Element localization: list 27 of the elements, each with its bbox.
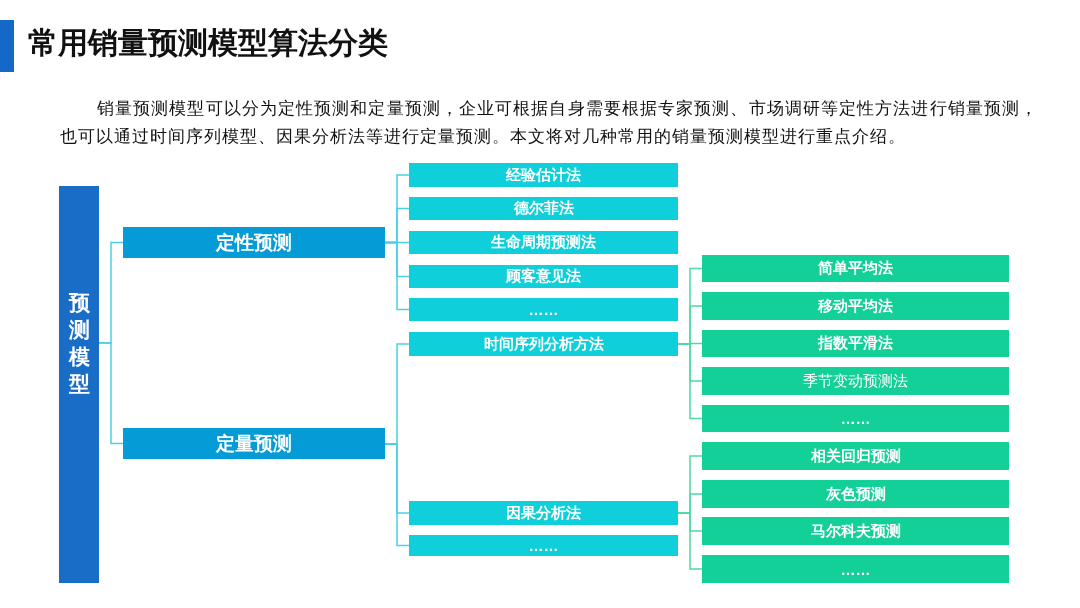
method-box: 德尔菲法 <box>409 197 678 220</box>
connector-line <box>384 443 410 547</box>
method-box: 经验估计法 <box>409 163 678 187</box>
submethod-box: 移动平均法 <box>702 292 1009 320</box>
root-box: 预测模型 <box>59 186 99 583</box>
connector-line <box>98 342 124 445</box>
method-box: 因果分析法 <box>409 501 678 525</box>
method-box: 时间序列分析方法 <box>409 332 678 356</box>
category-box: 定性预测 <box>123 227 385 258</box>
connector-line <box>677 343 703 420</box>
page-title: 常用销量预测模型算法分类 <box>28 25 388 61</box>
submethod-box: 灰色预测 <box>702 480 1009 508</box>
submethod-box: …… <box>702 405 1009 432</box>
connector-line <box>677 512 703 570</box>
submethod-box: 相关回归预测 <box>702 442 1009 470</box>
method-box: …… <box>409 535 678 556</box>
method-box: 生命周期预测法 <box>409 231 678 254</box>
submethod-box: 指数平滑法 <box>702 330 1009 357</box>
intro-paragraph: 销量预测模型可以分为定性预测和定量预测，企业可根据自身需要根据专家预测、市场调研等定性方法进行销量预测，也可以通过时间序列模型、因果分析法等进行定量预测。本文将对几种常用的销量预测模型进行重点介绍。 <box>60 98 1038 148</box>
method-box: 顾客意见法 <box>409 265 678 288</box>
method-box: …… <box>409 298 678 321</box>
submethod-box: …… <box>702 555 1009 583</box>
submethod-box: 简单平均法 <box>702 255 1009 282</box>
submethod-box: 季节变动预测法 <box>702 367 1009 395</box>
submethod-box: 马尔科夫预测 <box>702 517 1009 545</box>
connector-line <box>384 241 410 311</box>
category-box: 定量预测 <box>123 428 385 459</box>
